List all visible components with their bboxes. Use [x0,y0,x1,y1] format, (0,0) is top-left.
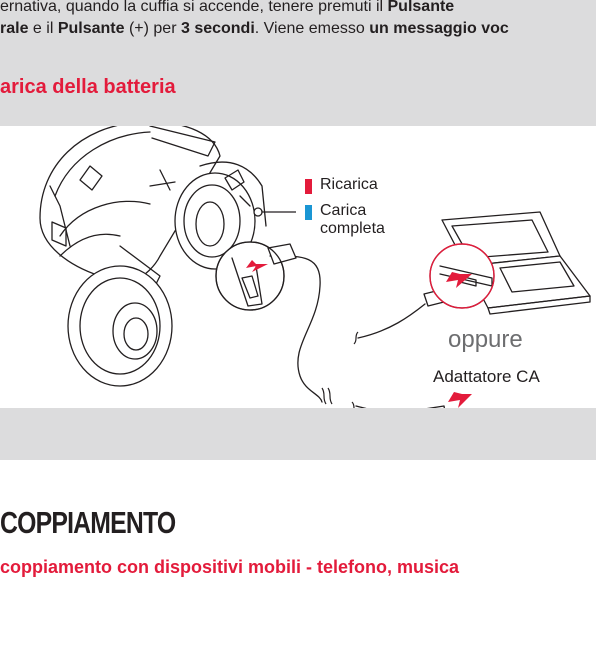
intro-bold-span: rale [0,20,29,37]
red-arrow-icon [446,272,472,288]
complete-color-swatch [305,205,312,220]
pairing-heading: COPPIAMENTO [0,505,176,540]
ac-adapter-label: Adattatore CA [433,367,540,386]
intro-bold-span: Pulsante [57,20,125,37]
red-arrow-icon [246,260,268,272]
section-title: arica della batteria [0,76,176,98]
charging-diagram [39,126,591,408]
charging-illustration: Ricarica Carica completa oppure Adattato… [0,126,596,408]
legend-complete-label-1: Carica [320,202,367,219]
intro-text-span: ernativa, quando la cuffia si accende, t… [0,0,388,15]
helmet-shell [39,126,221,285]
intro-line-1: ernativa, quando la cuffia si accende, t… [0,0,596,18]
intro-text-span: (+) per [124,20,181,37]
charging-cable [269,255,323,403]
or-label: oppure [448,326,523,353]
legend-charging-label: Ricarica [320,176,378,193]
intro-line-2: rale e il Pulsante (+) per 3 secondi. Vi… [0,18,509,40]
intro-bold-span: 3 secondi [180,20,255,37]
charging-color-swatch [305,179,312,194]
legend-complete-label-2: completa [320,220,385,237]
intro-text-span: . Viene emesso [254,20,370,37]
intro-bold-span: un messaggio voc [369,20,509,37]
pairing-subheading: coppiamento con dispositivi mobili - tel… [0,557,460,577]
red-arrow-icon [448,392,472,408]
intro-bold-span: Pulsante [387,0,455,15]
intro-text: ernativa, quando la cuffia si accende, t… [0,0,596,37]
intro-text-span: e il [28,20,58,37]
